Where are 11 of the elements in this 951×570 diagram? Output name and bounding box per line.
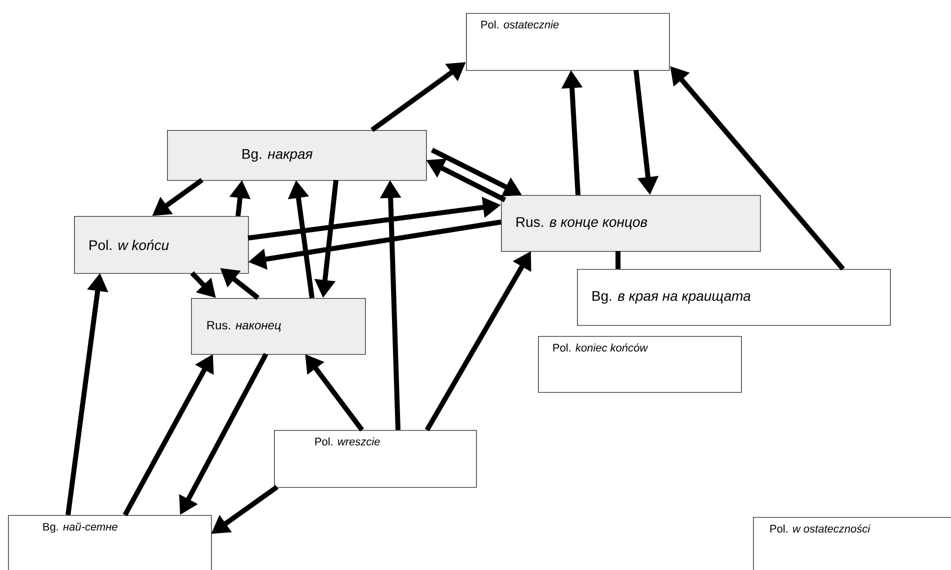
term-box: Bg. в края на краищата	[577, 269, 891, 326]
term-box: Bg. най-сетне	[8, 515, 212, 570]
connector-line	[616, 251, 620, 269]
term-box: Rus. наконец	[191, 298, 366, 355]
term-box: Pol. w końcu	[74, 216, 249, 274]
term-box: Pol. koniec końców	[538, 336, 742, 393]
term-box: Pol. w ostateczności	[753, 517, 951, 570]
term-box: Bg. накрая	[167, 130, 427, 181]
term-box: Rus. в конце концов	[501, 195, 761, 252]
term-box: Pol. wreszcie	[274, 430, 477, 488]
term-box: Pol. ostatecznie	[466, 13, 670, 71]
